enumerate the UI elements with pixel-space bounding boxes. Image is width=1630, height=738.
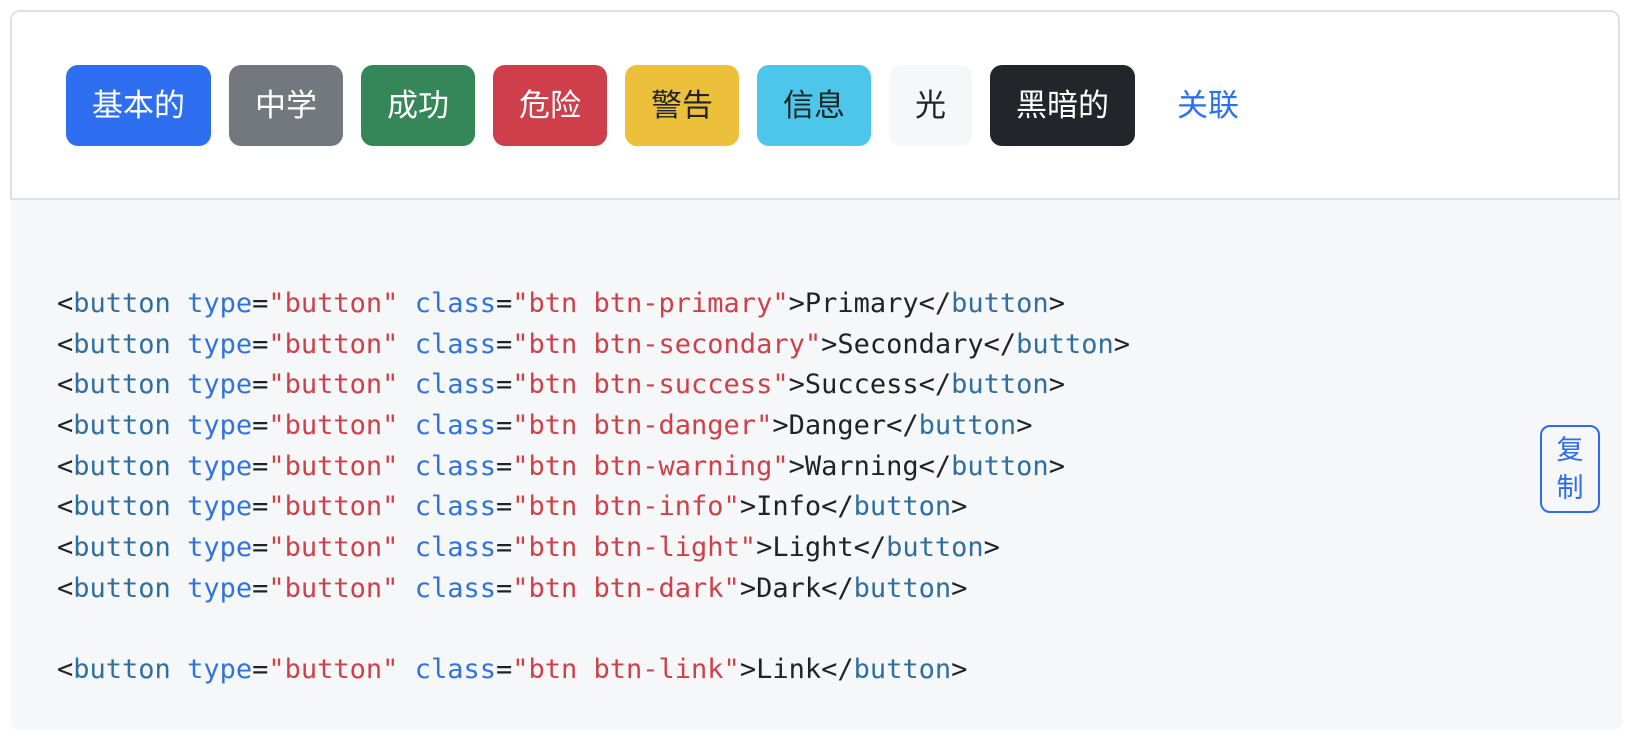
code-line: <button type="button" class="btn btn-pri… [57, 288, 1065, 319]
code-line [57, 610, 1522, 651]
code-block: <button type="button" class="btn btn-pri… [11, 200, 1622, 730]
button-success[interactable]: 成功 [361, 64, 475, 146]
copy-button-label: 复制 [1556, 435, 1584, 503]
button-secondary[interactable]: 中学 [229, 64, 343, 146]
code-line: <button type="button" class="btn btn-dan… [57, 410, 1033, 442]
button-row: 基本的中学成功危险警告信息光黑暗的关联 [66, 12, 1598, 198]
code-line: <button type="button" class="btn btn-lig… [57, 532, 1000, 564]
button-info[interactable]: 信息 [757, 64, 871, 146]
code-line: <button type="button" class="btn btn-dar… [57, 572, 968, 604]
button-warning[interactable]: 警告 [625, 64, 739, 146]
copy-button[interactable]: 复制 [1540, 425, 1600, 513]
code-line: <button type="button" class="btn btn-suc… [57, 369, 1065, 401]
preview-card: 基本的中学成功危险警告信息光黑暗的关联 [10, 10, 1620, 200]
code-line: <button type="button" class="btn btn-lin… [57, 654, 968, 686]
button-primary[interactable]: 基本的 [66, 64, 211, 146]
code-line: <button type="button" class="btn btn-sec… [57, 328, 1130, 360]
button-danger[interactable]: 危险 [493, 64, 607, 146]
code: <button type="button" class="btn btn-pri… [57, 284, 1522, 691]
button-dark[interactable]: 黑暗的 [990, 64, 1135, 146]
code-line: <button type="button" class="btn btn-inf… [57, 491, 968, 523]
code-line: <button type="button" class="btn btn-war… [57, 450, 1065, 482]
button-light[interactable]: 光 [889, 64, 972, 146]
button-link[interactable]: 关联 [1153, 65, 1263, 146]
